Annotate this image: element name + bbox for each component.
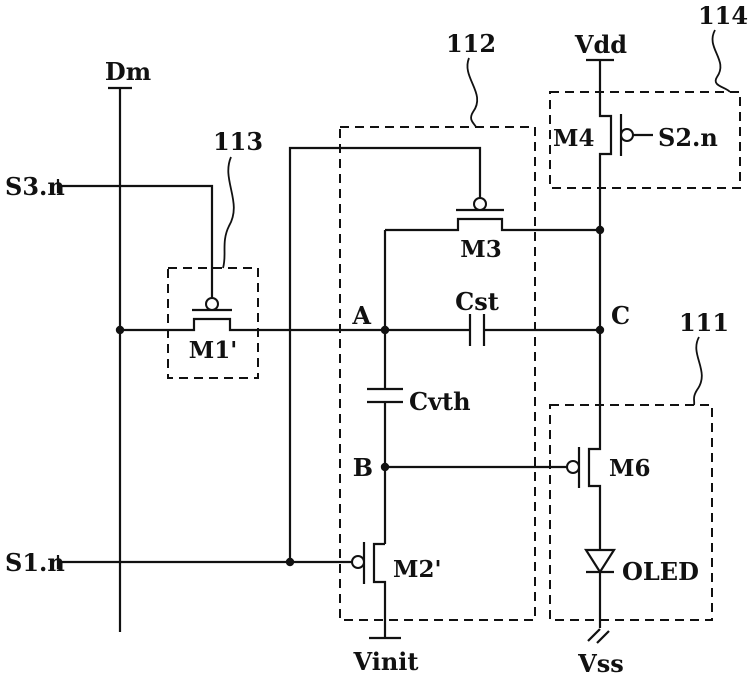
m3-channel (385, 217, 600, 232)
node-c-label: C (611, 301, 630, 330)
vss-hatch-icon (587, 628, 610, 644)
m6-pmos-bubble-icon (566, 460, 580, 474)
junction-node-a (380, 325, 390, 335)
ref-113-leader (222, 156, 235, 269)
s1n-signal: S1.n (5, 146, 482, 577)
ref-111-label: 111 (679, 308, 729, 337)
m6-label: M6 (609, 455, 650, 482)
ref-113-label: 113 (213, 127, 263, 156)
box-112 (339, 126, 536, 621)
ref-111: 111 (679, 308, 729, 406)
oled-device: OLED (583, 548, 699, 628)
vss-rail: Vss (577, 628, 624, 678)
node-a-label: A (351, 301, 371, 330)
cvth-plates (367, 387, 403, 404)
m2-transistor: M2' Vinit (351, 542, 442, 676)
oled-label: OLED (622, 557, 699, 586)
vss-label: Vss (577, 649, 624, 678)
ref-112-leader (466, 57, 479, 128)
m3-label: M3 (460, 236, 501, 263)
dm-label: Dm (105, 57, 151, 86)
s1n-to-m3-gate (288, 146, 482, 562)
m1-transistor: M1' (189, 297, 238, 364)
m1-pmos-bubble-icon (205, 297, 219, 311)
m2-label: M2' (393, 556, 442, 583)
m4-pmos-bubble-icon (620, 128, 634, 142)
vinit-label: Vinit (353, 647, 419, 676)
cst-capacitor: Cst (455, 287, 499, 346)
ref-114-label: 114 (698, 1, 748, 30)
junction-m3-vdd (595, 225, 605, 235)
node-a-line (120, 317, 600, 332)
s3n-signal: S3.n (5, 172, 214, 298)
m6-transistor: M6 (566, 230, 650, 550)
node-b-label: B (353, 453, 373, 482)
junction-s1n-gate-net (285, 557, 295, 567)
s3n-wire (58, 184, 214, 298)
oled-diode-icon (583, 548, 617, 575)
box-114 (549, 91, 741, 189)
m1-label: M1' (189, 337, 238, 364)
m3-transistor: M3 (383, 197, 600, 330)
cvth-label: Cvth (409, 387, 471, 416)
m4-label: M4 (553, 125, 594, 152)
ref-113: 113 (213, 127, 263, 269)
m4-transistor: M4 S2.n (553, 60, 718, 230)
cvth-capacitor: Cvth (367, 330, 471, 544)
ref-112-label: 112 (446, 29, 496, 58)
ref-112: 112 (446, 29, 496, 128)
junction-dots (115, 225, 605, 567)
vdd-label: Vdd (574, 30, 627, 59)
m6-channel (587, 230, 602, 550)
junction-node-b (380, 462, 390, 472)
m4-channel (598, 60, 613, 230)
s3n-label: S3.n (5, 172, 65, 201)
vdd-rail: Vdd (574, 30, 627, 62)
m3-pmos-bubble-icon (473, 197, 487, 211)
s1n-label: S1.n (5, 548, 65, 577)
ref-111-leader (693, 336, 703, 406)
junction-node-c (595, 325, 605, 335)
ref-114: 114 (698, 1, 748, 93)
node-labels: A B C (351, 301, 630, 482)
dm-rail: Dm (105, 57, 151, 632)
s2n-label: S2.n (658, 123, 718, 152)
a-line-left (120, 317, 470, 332)
cst-label: Cst (455, 287, 499, 316)
box-113 (167, 267, 259, 379)
cst-plates (468, 314, 486, 346)
ref-114-leader (711, 29, 731, 93)
box-111 (549, 404, 713, 621)
junction-dm-a (115, 325, 125, 335)
m2-pmos-bubble-icon (351, 555, 365, 569)
m2-channel (372, 542, 387, 638)
